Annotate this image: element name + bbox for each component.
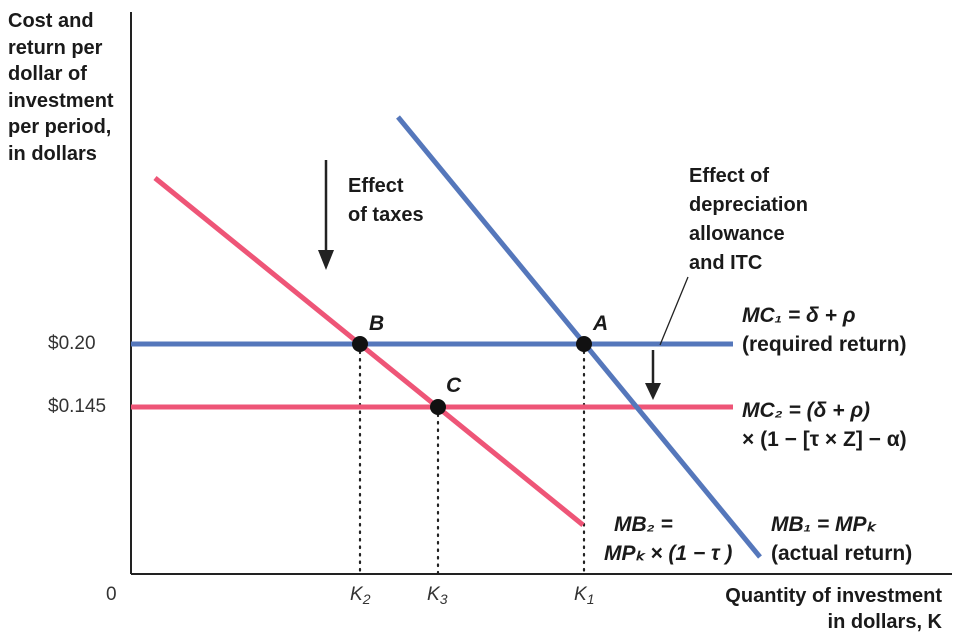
mb1-label: MB₁ = MPₖ (actual return)	[771, 510, 912, 568]
origin-label: 0	[106, 584, 117, 605]
point-b	[352, 336, 368, 352]
x-tick-k1: K1	[574, 584, 595, 607]
y-axis-label: Cost and return per dollar of investment…	[8, 8, 114, 167]
y-tick-0145: $0.145	[48, 396, 107, 417]
annotation-line: Effect	[348, 175, 404, 197]
annotation-line: and ITC	[689, 252, 763, 274]
x-tick-k3: K3	[427, 584, 448, 607]
x-axis-label: Quantity of investment in dollars, K	[725, 583, 942, 635]
y-axis-label-line: dollar of	[8, 63, 87, 85]
effect-of-taxes-annotation: Effect of taxes	[348, 172, 424, 230]
mb1-label-line: (actual return)	[771, 542, 913, 565]
annotation-line: of taxes	[348, 204, 424, 226]
annotation-line: allowance	[689, 223, 785, 245]
mc1-label-line: (required return)	[742, 333, 907, 356]
mb1-label-line: MB₁ = MPₖ	[771, 513, 876, 536]
y-axis-label-line: in dollars	[8, 142, 97, 165]
y-axis-label-line: per period,	[8, 116, 112, 138]
mc1-label: MC₁ = δ + ρ (required return)	[742, 301, 907, 359]
y-axis-label-line: return per	[8, 36, 103, 59]
point-a	[576, 336, 592, 352]
effect-of-depreciation-annotation: Effect of depreciation allowance and ITC	[689, 162, 808, 278]
y-axis-label-line: Cost and	[8, 10, 94, 32]
x-axis-label-line: Quantity of investment	[725, 585, 942, 607]
mb2-label-line: MB₂ =	[614, 513, 673, 536]
annotation-line: Effect of	[689, 165, 769, 187]
y-axis-label-line: investment	[8, 89, 114, 112]
mc2-label-line: MC₂ = (δ + ρ)	[742, 399, 871, 422]
x-tick-k2: K2	[350, 584, 371, 607]
mc1-label-line: MC₁ = δ + ρ	[742, 304, 856, 327]
point-a-label: A	[593, 312, 609, 335]
mb2-line	[153, 176, 585, 527]
mb2-label-line: MPₖ × (1 − τ )	[604, 542, 733, 565]
mb1-line	[396, 115, 762, 559]
y-tick-020: $0.20	[48, 333, 96, 354]
point-c-label: C	[446, 374, 462, 397]
annotation-line: depreciation	[689, 194, 808, 216]
depreciation-pointer	[659, 276, 689, 346]
x-axis-label-line: in dollars, K	[827, 611, 942, 633]
point-c	[430, 399, 446, 415]
taxes-arrow-head	[318, 250, 334, 270]
mb2-label: MB₂ = MPₖ × (1 − τ )	[604, 510, 732, 568]
depreciation-arrow-head	[645, 383, 661, 400]
mc2-label: MC₂ = (δ + ρ) × (1 − [τ × Z] − α)	[742, 396, 907, 454]
mc2-label-line: × (1 − [τ × Z] − α)	[742, 428, 907, 451]
point-b-label: B	[369, 312, 385, 335]
